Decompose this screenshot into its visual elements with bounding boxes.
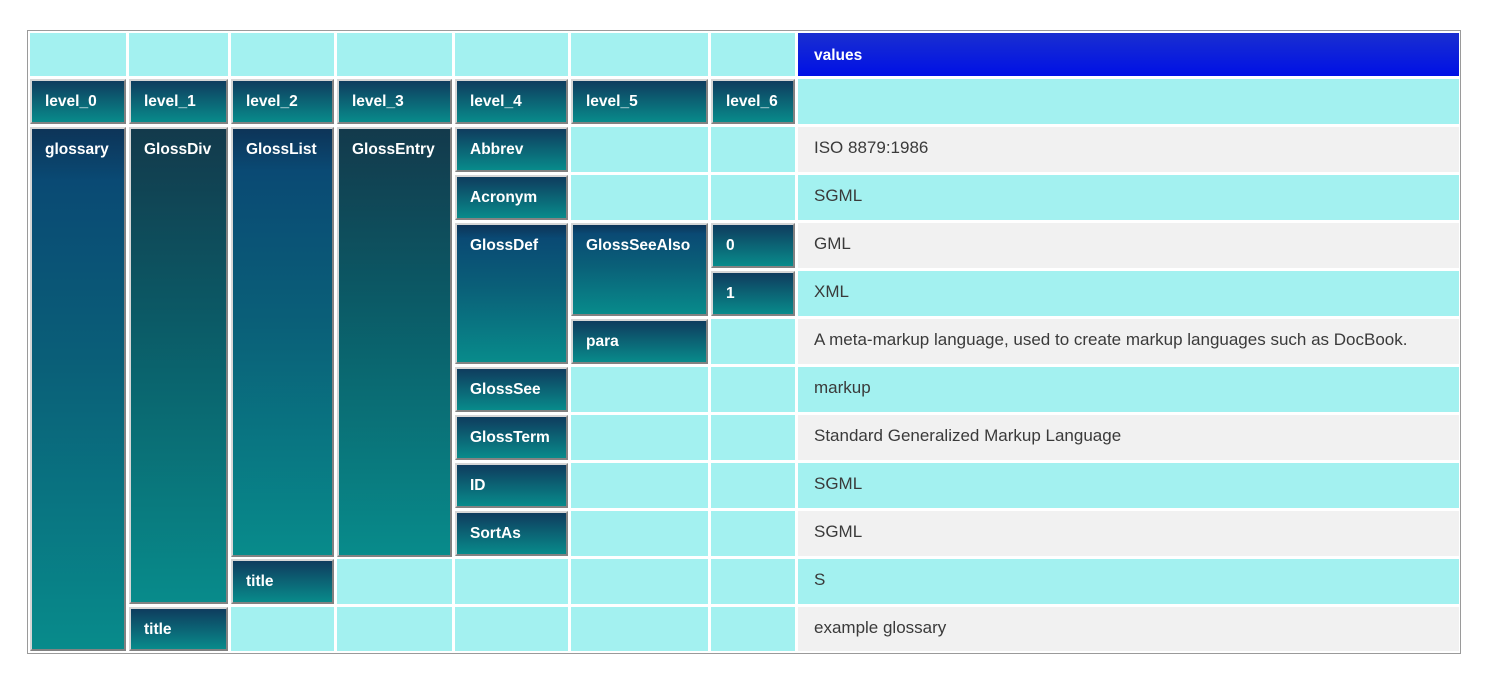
empty-cell — [711, 175, 795, 220]
empty-cell — [455, 559, 568, 604]
value-cell: SGML — [798, 463, 1459, 508]
key-para: para — [571, 319, 708, 364]
empty-cell — [711, 463, 795, 508]
empty-cell — [711, 127, 795, 172]
level-0-header: level_0 — [30, 79, 126, 124]
values-header-blank — [798, 79, 1459, 124]
level-6-header: level_6 — [711, 79, 795, 124]
level-4-header: level_4 — [455, 79, 568, 124]
empty-cell — [571, 559, 708, 604]
empty-cell — [711, 511, 795, 556]
level-5-header: level_5 — [571, 79, 708, 124]
value-cell: SGML — [798, 511, 1459, 556]
key-acronym: Acronym — [455, 175, 568, 220]
level-2-header: level_2 — [231, 79, 334, 124]
empty-cell — [455, 607, 568, 651]
empty-cell — [711, 367, 795, 412]
value-cell: markup — [798, 367, 1459, 412]
empty-cell — [711, 607, 795, 651]
key-div-title: title — [231, 559, 334, 604]
empty-cell — [337, 559, 452, 604]
empty-cell — [571, 511, 708, 556]
empty-cell — [711, 319, 795, 364]
value-cell: GML — [798, 223, 1459, 268]
key-id: ID — [455, 463, 568, 508]
key-sort-as: SortAs — [455, 511, 568, 556]
key-gloss-term: GlossTerm — [455, 415, 568, 460]
empty-cell — [337, 607, 452, 651]
empty-cell — [571, 415, 708, 460]
level-3-header: level_3 — [337, 79, 452, 124]
key-index-0: 0 — [711, 223, 795, 268]
key-abbrev: Abbrev — [455, 127, 568, 172]
empty-cell — [571, 463, 708, 508]
header-blank-cell — [455, 33, 568, 76]
values-column-header: values — [798, 33, 1459, 76]
empty-cell — [571, 175, 708, 220]
value-cell: Standard Generalized Markup Language — [798, 415, 1459, 460]
empty-cell — [711, 559, 795, 604]
key-gloss-def: GlossDef — [455, 223, 568, 364]
key-gloss-list: GlossList — [231, 127, 334, 557]
empty-cell — [231, 607, 334, 651]
level-1-header: level_1 — [129, 79, 228, 124]
key-gloss-see: GlossSee — [455, 367, 568, 412]
value-cell: example glossary — [798, 607, 1459, 651]
empty-cell — [571, 607, 708, 651]
value-cell: XML — [798, 271, 1459, 316]
empty-cell — [571, 367, 708, 412]
header-blank-cell — [30, 33, 126, 76]
empty-cell — [571, 127, 708, 172]
value-cell: S — [798, 559, 1459, 604]
header-blank-cell — [571, 33, 708, 76]
header-blank-cell — [129, 33, 228, 76]
json-tree-table: values level_0 level_1 level_2 level_3 l… — [27, 30, 1461, 654]
header-blank-cell — [337, 33, 452, 76]
key-gloss-entry: GlossEntry — [337, 127, 452, 557]
header-blank-cell — [711, 33, 795, 76]
key-glossary-title: title — [129, 607, 228, 651]
value-cell: SGML — [798, 175, 1459, 220]
value-cell: A meta-markup language, used to create m… — [798, 319, 1459, 364]
key-gloss-see-also: GlossSeeAlso — [571, 223, 708, 316]
value-cell: ISO 8879:1986 — [798, 127, 1459, 172]
header-blank-cell — [231, 33, 334, 76]
key-gloss-div: GlossDiv — [129, 127, 228, 604]
empty-cell — [711, 415, 795, 460]
key-glossary: glossary — [30, 127, 126, 651]
key-index-1: 1 — [711, 271, 795, 316]
